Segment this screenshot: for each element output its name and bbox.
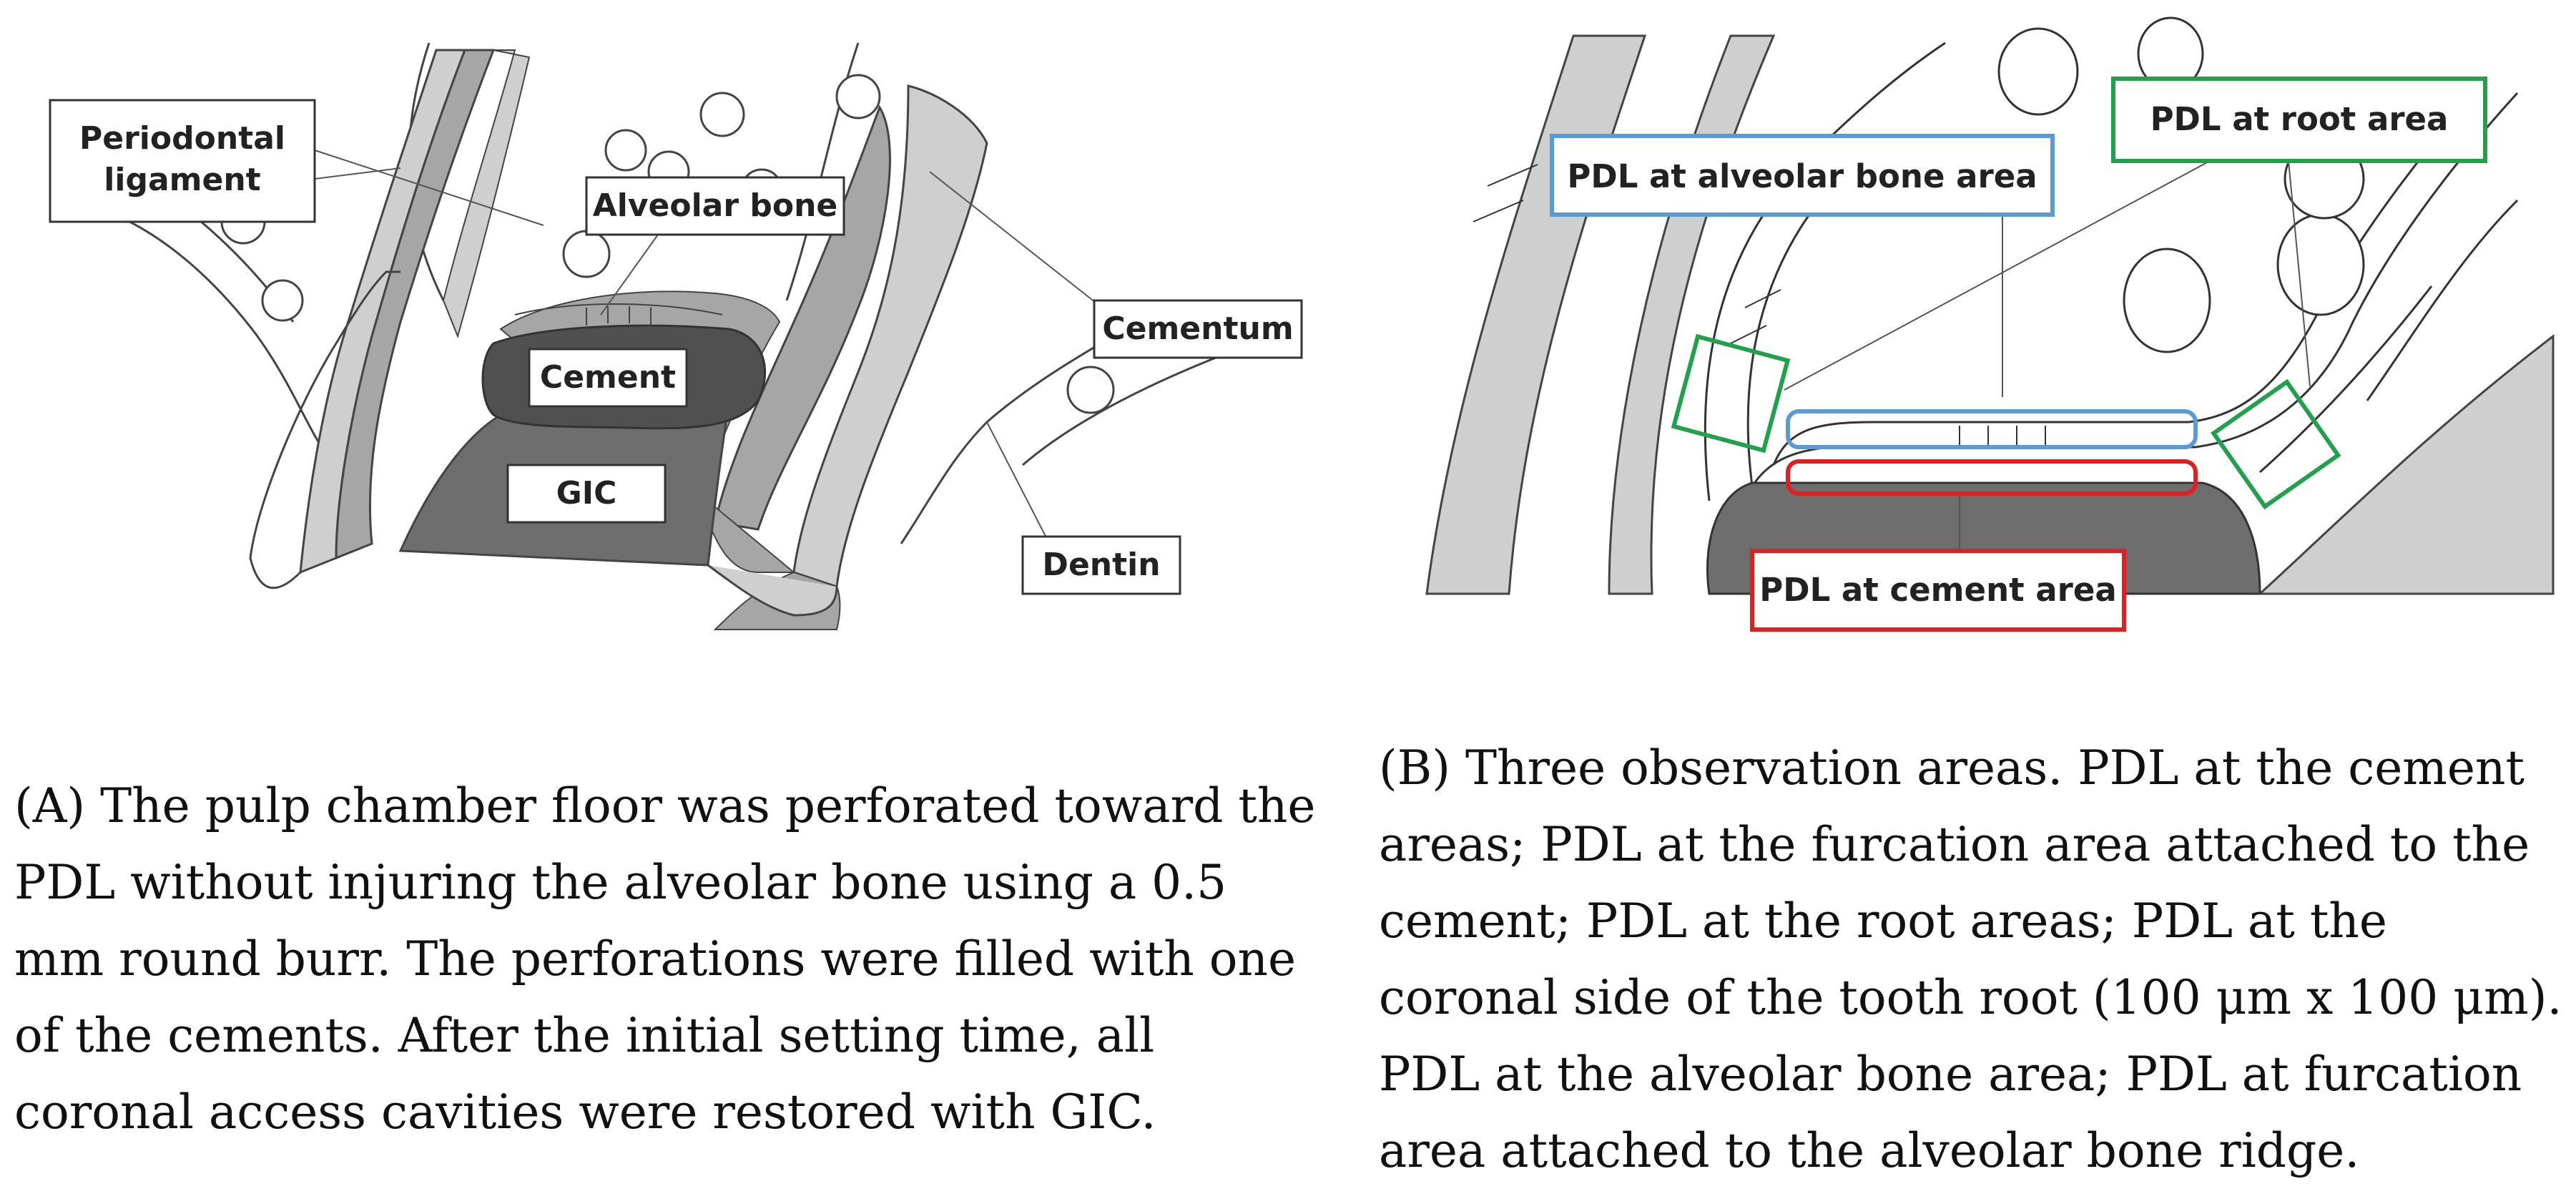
left-root-inner-gray: [1608, 34, 1776, 595]
panel-b-bone-marrow: [1997, 16, 2365, 353]
crown-lower-contour: [707, 564, 838, 617]
panel-b-diagram: PDL at alveolar bone area PDL at root ar…: [1425, 16, 2555, 632]
label-pdl-alveolar-text: PDL at alveolar bone area: [1567, 157, 2037, 195]
crown-outline: [249, 270, 400, 589]
label-pdl-cement-area: PDL at cement area: [1750, 549, 2126, 632]
label-periodontal-line2: ligament: [104, 162, 260, 198]
label-pdl-cement-text: PDL at cement area: [1759, 571, 2116, 609]
label-alveolar-bone-text: Alveolar bone: [593, 187, 838, 224]
label-periodontal-line1: Periodontal: [79, 120, 285, 157]
label-cement: Cement: [528, 348, 688, 408]
label-cement-text: Cement: [540, 359, 676, 396]
pdl-root-highlight-right: [2211, 378, 2341, 510]
label-dentin-text: Dentin: [1042, 547, 1160, 583]
label-pdl-root-area: PDL at root area: [2111, 77, 2487, 163]
left-root-inner: [442, 49, 531, 339]
pdl-fibres: [514, 303, 723, 326]
label-gic: GIC: [506, 464, 667, 524]
pdl-cement-highlight: [1786, 459, 2198, 496]
pdl-alveolar-highlight: [1786, 409, 2198, 449]
label-alveolar-bone: Alveolar bone: [585, 176, 845, 236]
panel-b-pdl-fibres: [1473, 164, 2046, 447]
right-root-gray: [2257, 333, 2555, 595]
panel-a-diagram: Periodontal ligament Alveolar bone Cemen…: [49, 42, 1303, 630]
right-root-cementum: [792, 84, 988, 589]
right-root-dentin: [714, 104, 891, 531]
label-pdl-alveolar-bone-area: PDL at alveolar bone area: [1550, 134, 2055, 217]
label-pdl-root-text: PDL at root area: [2150, 100, 2449, 138]
left-root-dentin: [335, 49, 496, 560]
label-cementum-text: Cementum: [1102, 310, 1293, 347]
label-dentin: Dentin: [1021, 535, 1181, 595]
panel-b-leaders: [1784, 160, 2311, 551]
caption-panel-b: (B) Three observation areas. PDL at the …: [1379, 740, 2562, 1178]
label-gic-text: GIC: [556, 475, 617, 512]
pdl-root-highlight-left: [1671, 333, 1791, 454]
label-periodontal-ligament: Periodontal ligament: [49, 99, 316, 223]
label-cementum: Cementum: [1093, 299, 1303, 359]
caption-panel-a: (A) The pulp chamber floor was perforate…: [14, 778, 1316, 1140]
